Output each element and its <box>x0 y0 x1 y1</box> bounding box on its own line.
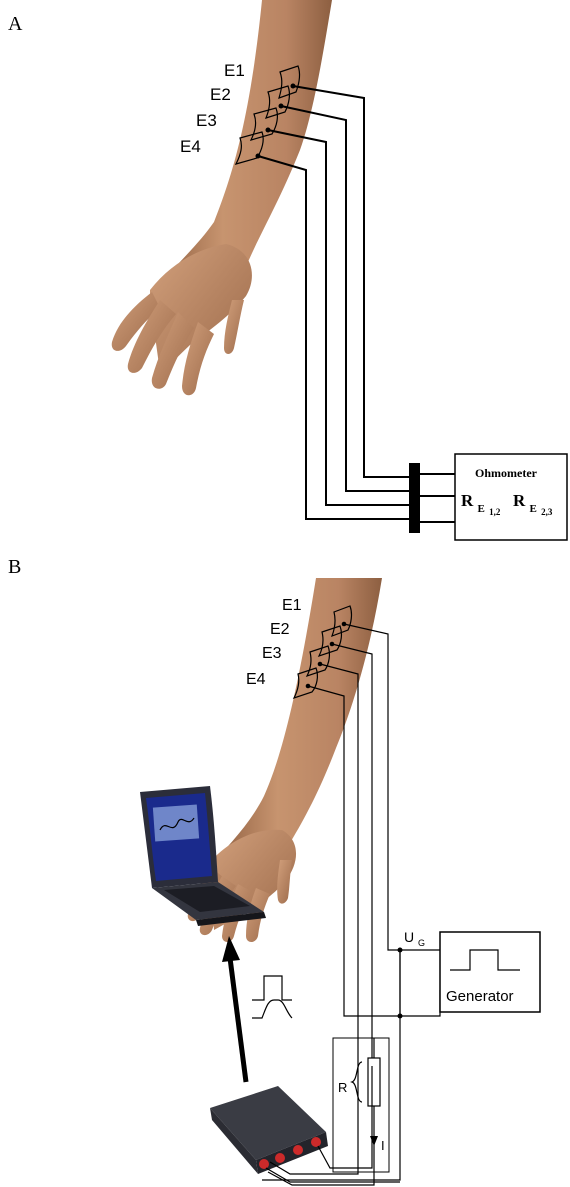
ohmmeter-title: Ohmometer <box>475 466 538 480</box>
svg-text:U G: U G <box>404 929 425 948</box>
wire-e4-a <box>258 156 409 519</box>
electrode-label-e3-b: E3 <box>262 645 282 662</box>
electrode-label-e2-a: E2 <box>210 85 231 104</box>
resistance-r12-symbol: R <box>461 491 474 510</box>
resistance-r12-index: 1,2 <box>489 507 501 517</box>
electrode-label-e1-b: E1 <box>282 597 302 614</box>
generator-label: Generator <box>446 988 514 1005</box>
panel-b: B E1 E2 E3 E4 <box>8 556 540 1185</box>
resistance-r23-index: 2,3 <box>541 507 553 517</box>
current-arrow <box>370 1136 378 1146</box>
resistor-symbol <box>368 1058 380 1106</box>
voltage-label: U <box>404 929 414 945</box>
resistance-r23-symbol: R <box>513 491 526 510</box>
electrode-label-e1-a: E1 <box>224 61 245 80</box>
panel-a: A E1 E2 E3 E4 <box>8 0 567 540</box>
wire-e1-a <box>293 86 409 477</box>
connector-block-a <box>409 463 420 533</box>
voltage-subscript: G <box>418 938 425 948</box>
resistance-r12-subscript: E <box>478 503 485 515</box>
daq-socket-1 <box>259 1159 269 1169</box>
panel-a-label: A <box>8 13 23 35</box>
electrode-label-e4-b: E4 <box>246 671 266 688</box>
arm-illustration-a <box>112 0 332 395</box>
resistor-label: R <box>338 1080 347 1095</box>
resistance-r23-subscript: E <box>530 503 537 515</box>
daq-socket-2 <box>275 1153 285 1163</box>
electrode-label-e3-a: E3 <box>196 111 217 130</box>
daq-socket-3 <box>293 1145 303 1155</box>
data-acquisition-device <box>210 1086 328 1174</box>
generator-box: Generator <box>440 932 540 1012</box>
resistor-brace <box>352 1062 362 1102</box>
wire-e2-a <box>281 106 409 491</box>
measurement-resistor: R I <box>333 1038 389 1172</box>
daq-socket-4 <box>311 1137 321 1147</box>
electrode-label-e2-b: E2 <box>270 621 290 638</box>
current-label: I <box>381 1138 385 1153</box>
response-waveform-icon <box>252 976 292 1018</box>
electrode-label-e4-a: E4 <box>180 137 201 156</box>
panel-b-label: B <box>8 556 21 578</box>
wire-e3-a <box>268 130 409 505</box>
ohmmeter-box: Ohmometer R E 1,2 R E 2,3 <box>455 454 567 540</box>
data-flow-arrow <box>222 936 246 1082</box>
